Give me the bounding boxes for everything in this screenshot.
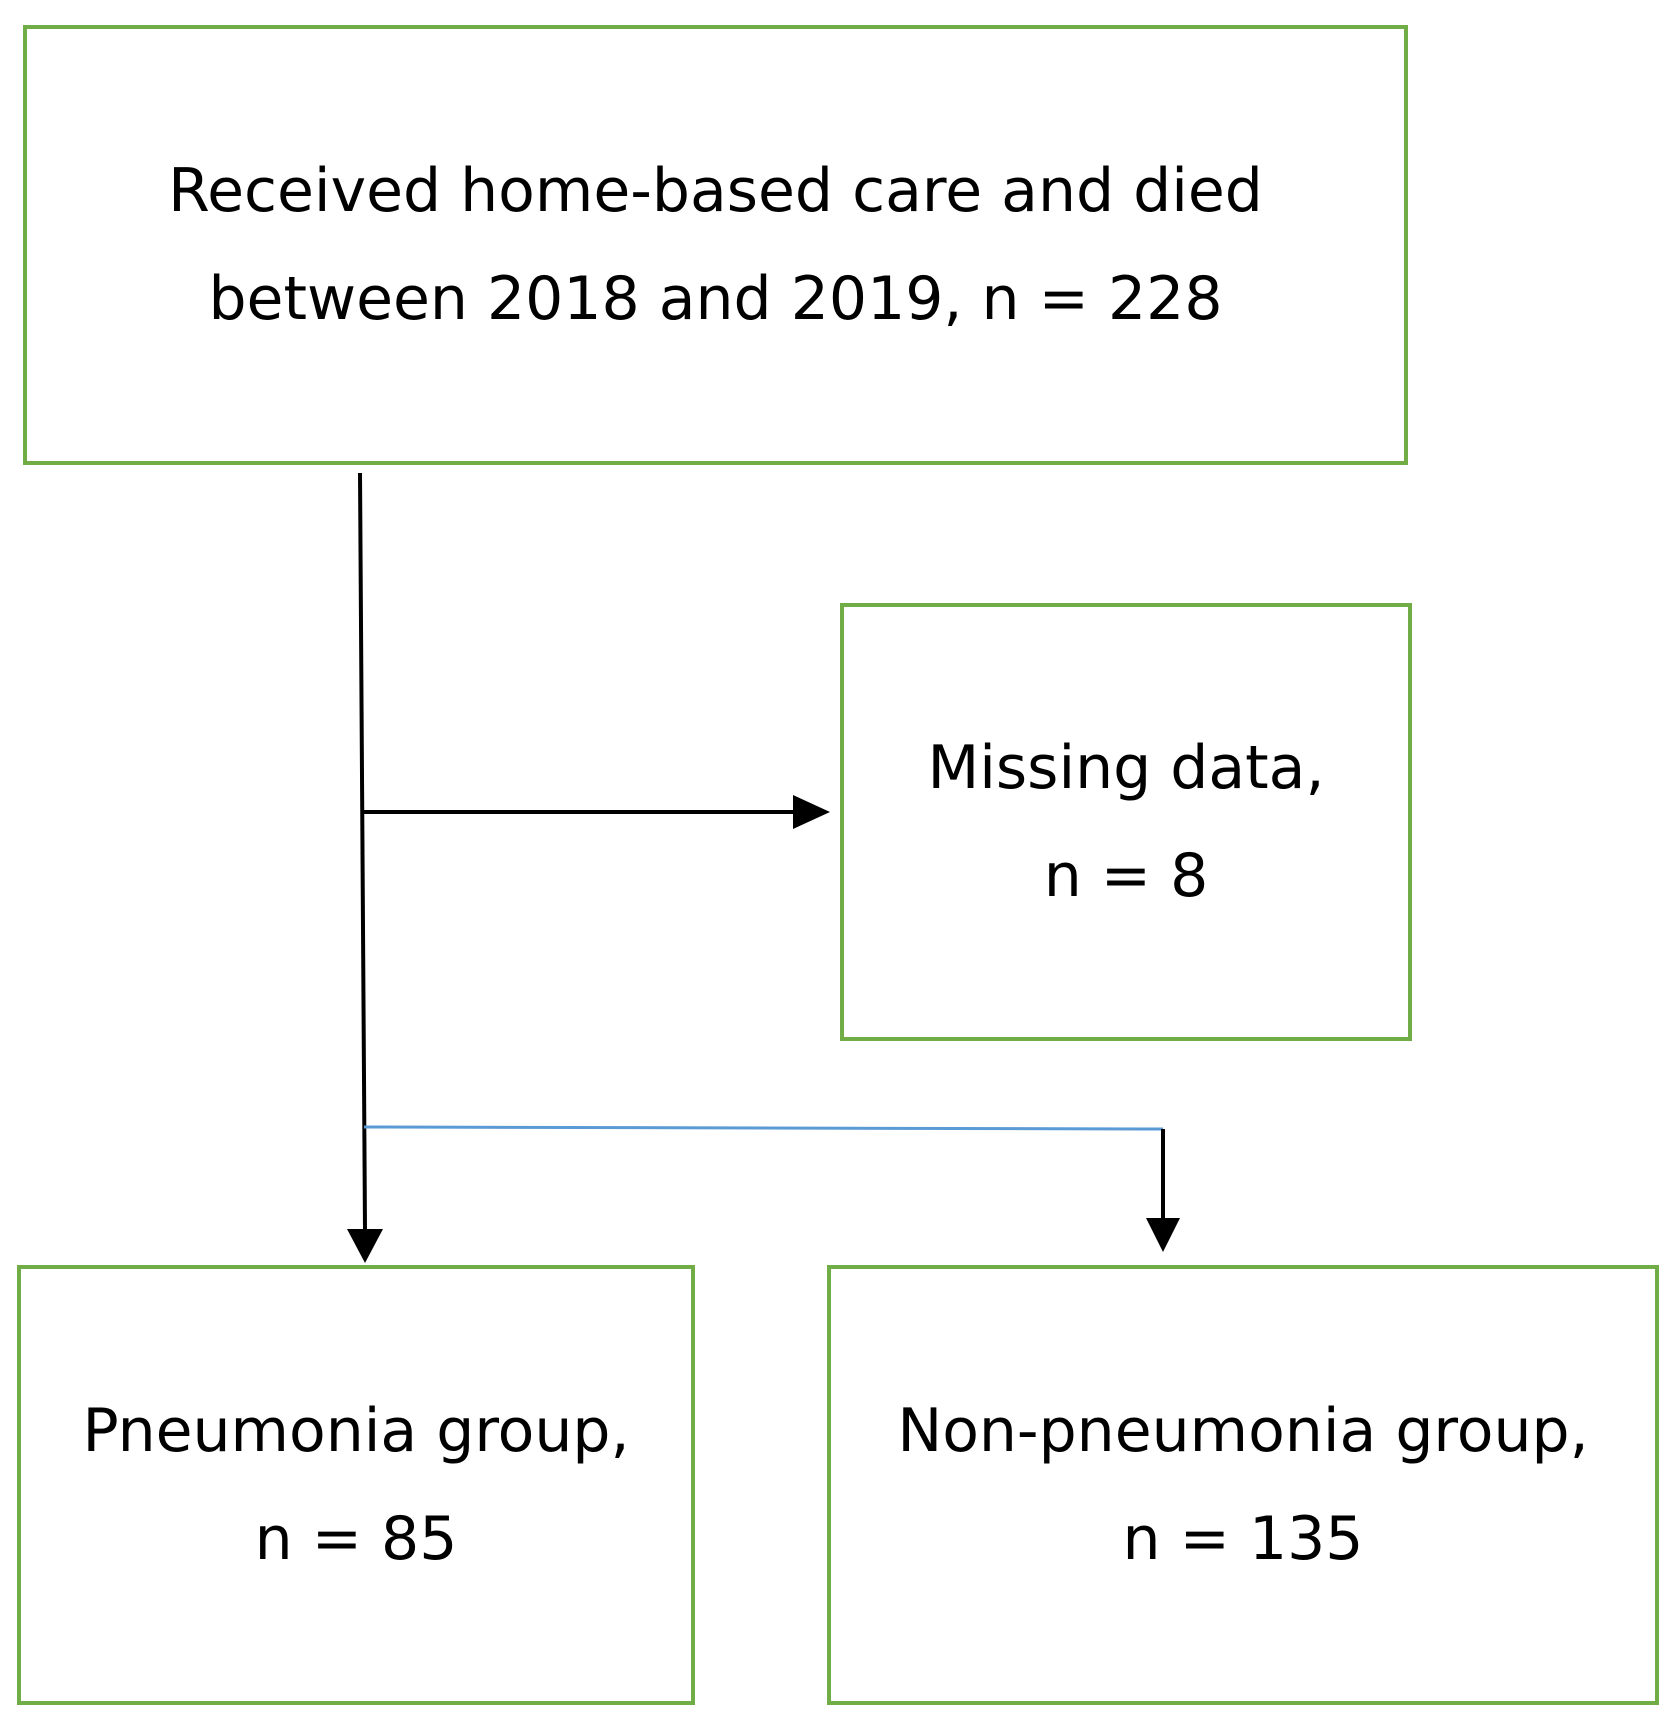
node-missing-data-line2: n = 8: [1043, 841, 1209, 911]
arrowhead-to-missing: [793, 795, 830, 829]
node-non-pneumonia-group-line2: n = 135: [1122, 1504, 1364, 1574]
node-non-pneumonia-group-line1: Non-pneumonia group,: [897, 1396, 1589, 1466]
arrowhead-to-pneumonia: [347, 1229, 383, 1263]
node-received-home-care-line1: Received home-based care and died: [168, 156, 1263, 226]
node-received-home-care: Received home-based care and died betwee…: [23, 25, 1408, 465]
trunk-line: [358, 472, 367, 1231]
node-pneumonia-group-line2: n = 85: [254, 1504, 458, 1574]
arrowhead-to-non-pneumonia: [1146, 1218, 1180, 1252]
node-pneumonia-group-line1: Pneumonia group,: [82, 1396, 630, 1466]
node-non-pneumonia-group: Non-pneumonia group, n = 135: [827, 1265, 1659, 1705]
node-received-home-care-line2: between 2018 and 2019, n = 228: [208, 264, 1223, 334]
node-missing-data: Missing data, n = 8: [840, 603, 1412, 1041]
node-missing-data-line1: Missing data,: [927, 733, 1325, 803]
node-pneumonia-group: Pneumonia group, n = 85: [17, 1265, 695, 1705]
branch-to-non-pneumonia-line: [363, 1125, 1164, 1131]
